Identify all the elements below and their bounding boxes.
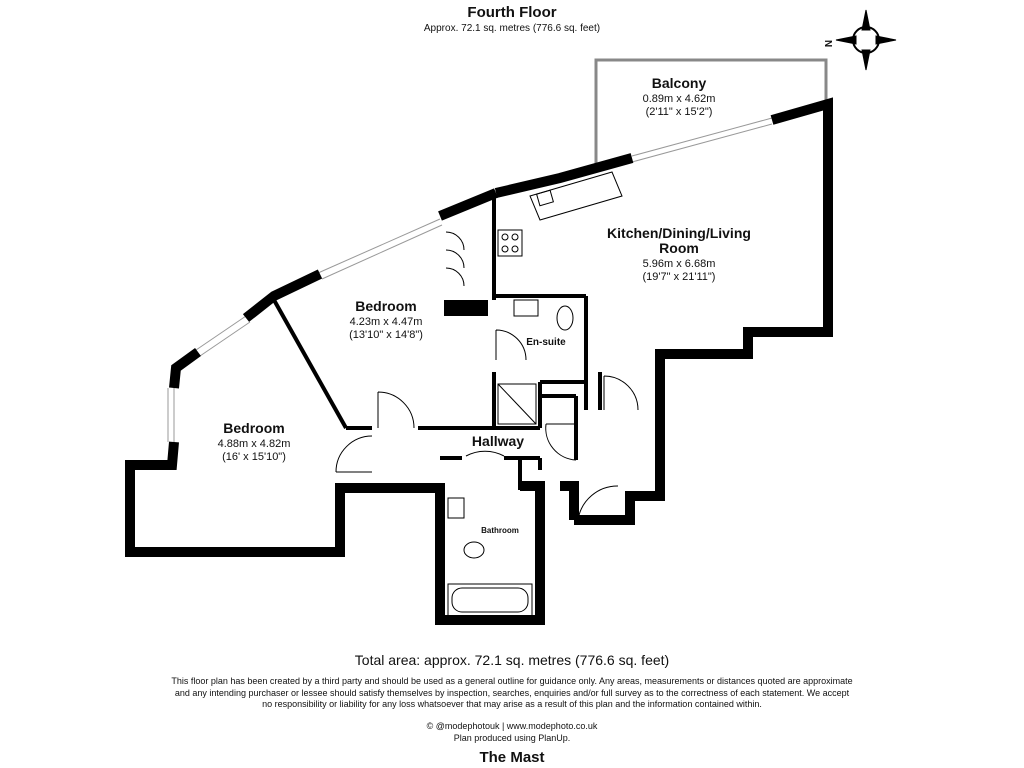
ensuite-name: En-suite bbox=[526, 337, 566, 348]
kitchen-imperial: (19'7" x 21'11") bbox=[643, 271, 716, 283]
bedroom2-name: Bedroom bbox=[223, 420, 284, 436]
bedroom1-metric: 4.23m x 4.47m bbox=[350, 316, 423, 328]
balcony-outline bbox=[594, 58, 828, 165]
doors bbox=[335, 231, 639, 521]
disclaimer: This floor plan has been created by a th… bbox=[171, 676, 853, 709]
floor-area: Approx. 72.1 sq. metres (776.6 sq. feet) bbox=[423, 23, 601, 34]
bedroom1-name: Bedroom bbox=[355, 298, 416, 314]
kitchen-name-line2: Room bbox=[659, 240, 699, 256]
bedroom1-imperial: (13'10" x 14'8") bbox=[349, 329, 423, 341]
bathroom-name: Bathroom bbox=[481, 526, 519, 535]
compass-label: N bbox=[824, 39, 836, 48]
bedroom2-metric: 4.88m x 4.82m bbox=[218, 438, 291, 450]
windows bbox=[167, 117, 773, 442]
balcony-metric: 0.89m x 4.62m bbox=[643, 93, 716, 105]
balcony-imperial: (2'11" x 15'2") bbox=[646, 106, 713, 118]
kitchen-metric: 5.96m x 6.68m bbox=[643, 258, 716, 270]
hallway-name: Hallway bbox=[472, 433, 524, 449]
room-labels: Balcony 0.89m x 4.62m (2'11" x 15'2") Ki… bbox=[218, 75, 751, 535]
credit-line2: Plan produced using PlanUp. bbox=[453, 733, 571, 743]
balcony-name: Balcony bbox=[652, 75, 707, 91]
property-name: The Mast bbox=[479, 749, 545, 766]
interior-walls bbox=[272, 196, 602, 490]
kitchen-fixtures bbox=[497, 171, 623, 257]
exterior-walls bbox=[125, 97, 833, 625]
compass-icon bbox=[835, 9, 897, 71]
ensuite-fixtures bbox=[497, 299, 574, 425]
wall-block bbox=[444, 300, 488, 316]
total-area: Total area: approx. 72.1 sq. metres (776… bbox=[354, 652, 670, 668]
credit-line1: © @modephotouk | www.modephoto.co.uk bbox=[426, 721, 598, 731]
bedroom2-imperial: (16' x 15'10") bbox=[222, 451, 286, 463]
bathroom-fixtures bbox=[447, 497, 533, 617]
floor-title: Fourth Floor bbox=[467, 4, 557, 21]
kitchen-name-line1: Kitchen/Dining/Living bbox=[607, 225, 751, 241]
